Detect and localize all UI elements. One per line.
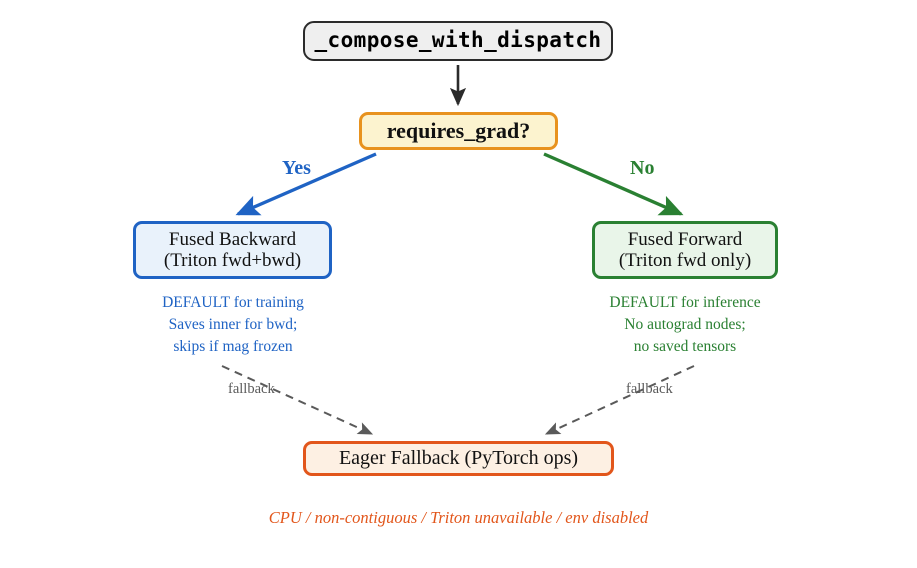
fused-backward-line1: Fused Backward [168, 228, 297, 250]
fused-forward-node[interactable]: Fused Forward (Triton fwd only) [592, 221, 778, 279]
entry-node[interactable]: _compose_with_dispatch [303, 21, 613, 61]
fused-backward-note-line1: DEFAULT for training [162, 294, 304, 311]
fused-forward-note-line2: No autograd nodes; [624, 316, 746, 333]
eager-fallback-label: Eager Fallback (PyTorch ops) [338, 447, 579, 470]
entry-node-label: _compose_with_dispatch [314, 28, 602, 53]
fused-forward-note-line3: no saved tensors [633, 338, 737, 355]
edge-fallback-from-forward [544, 365, 695, 435]
decision-node[interactable]: requires_grad? [359, 112, 558, 150]
fused-backward-node[interactable]: Fused Backward (Triton fwd+bwd) [133, 221, 332, 279]
edge-label-fallback-right: fallback [626, 381, 673, 397]
fused-forward-line2: (Triton fwd only) [618, 250, 752, 271]
fused-backward-note-line2: Saves inner for bwd; [168, 316, 298, 333]
edge-label-no: No [630, 157, 655, 179]
fallback-caption: CPU / non-contiguous / Triton unavailabl… [268, 508, 649, 527]
edge-no-to-fused-forward [543, 152, 684, 216]
eager-fallback-node[interactable]: Eager Fallback (PyTorch ops) [303, 441, 614, 476]
edge-label-yes: Yes [282, 157, 311, 179]
fused-forward-note-line1: DEFAULT for inference [609, 294, 761, 311]
edge-fallback-from-backward [221, 365, 374, 435]
fused-forward-note: DEFAULT for inference No autograd nodes;… [575, 292, 795, 358]
decision-node-label: requires_grad? [386, 117, 531, 143]
fused-forward-line1: Fused Forward [627, 228, 743, 250]
edge-label-fallback-left: fallback [228, 381, 275, 397]
fused-backward-line2: (Triton fwd+bwd) [163, 250, 302, 271]
fused-backward-note-line3: skips if mag frozen [173, 338, 293, 355]
fused-backward-note: DEFAULT for training Saves inner for bwd… [123, 292, 343, 358]
edge-yes-to-fused-backward [235, 152, 377, 216]
